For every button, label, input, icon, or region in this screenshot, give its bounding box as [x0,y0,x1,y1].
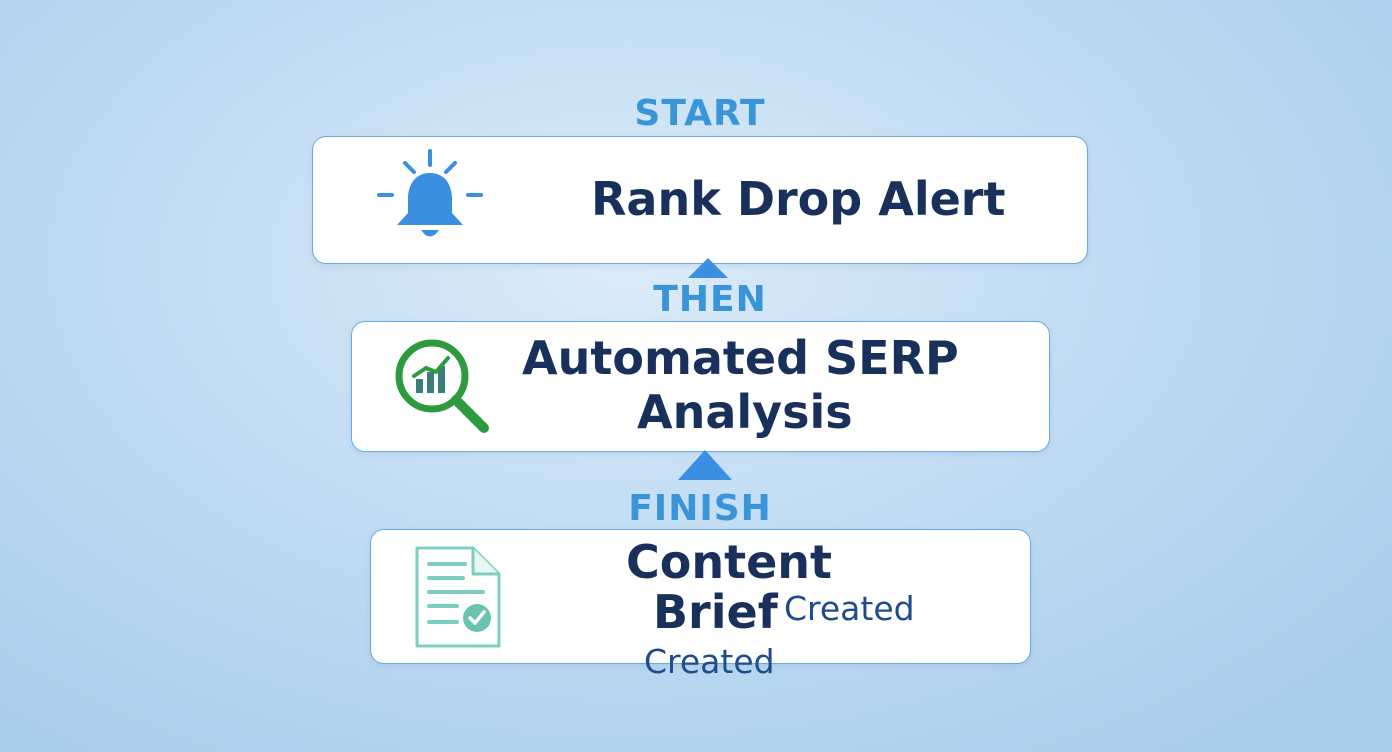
bell-icon [377,149,483,237]
overflow-created-text: Created [644,642,775,681]
finish-label: FINISH [628,488,772,529]
document-check-icon [415,546,501,648]
step-card-serp-analysis: Automated SERP Analysis [351,321,1050,452]
step-card-content-brief: Content Brief Created [370,529,1031,664]
step-title-line2: Analysis [637,385,853,439]
step-title-line1: Automated SERP [522,331,959,385]
flow-arrow-up [688,258,728,278]
step-title-suffix: Created [784,589,915,628]
then-label: THEN [653,279,767,320]
flow-arrow-up [678,450,732,480]
step-card-rank-drop-alert: Rank Drop Alert [312,136,1088,264]
step-title: Rank Drop Alert [591,172,1006,226]
start-label: START [634,93,766,134]
step-title-line1: Content [626,535,833,589]
step-title-line2: Brief [653,585,778,639]
magnifier-chart-icon [395,339,489,433]
